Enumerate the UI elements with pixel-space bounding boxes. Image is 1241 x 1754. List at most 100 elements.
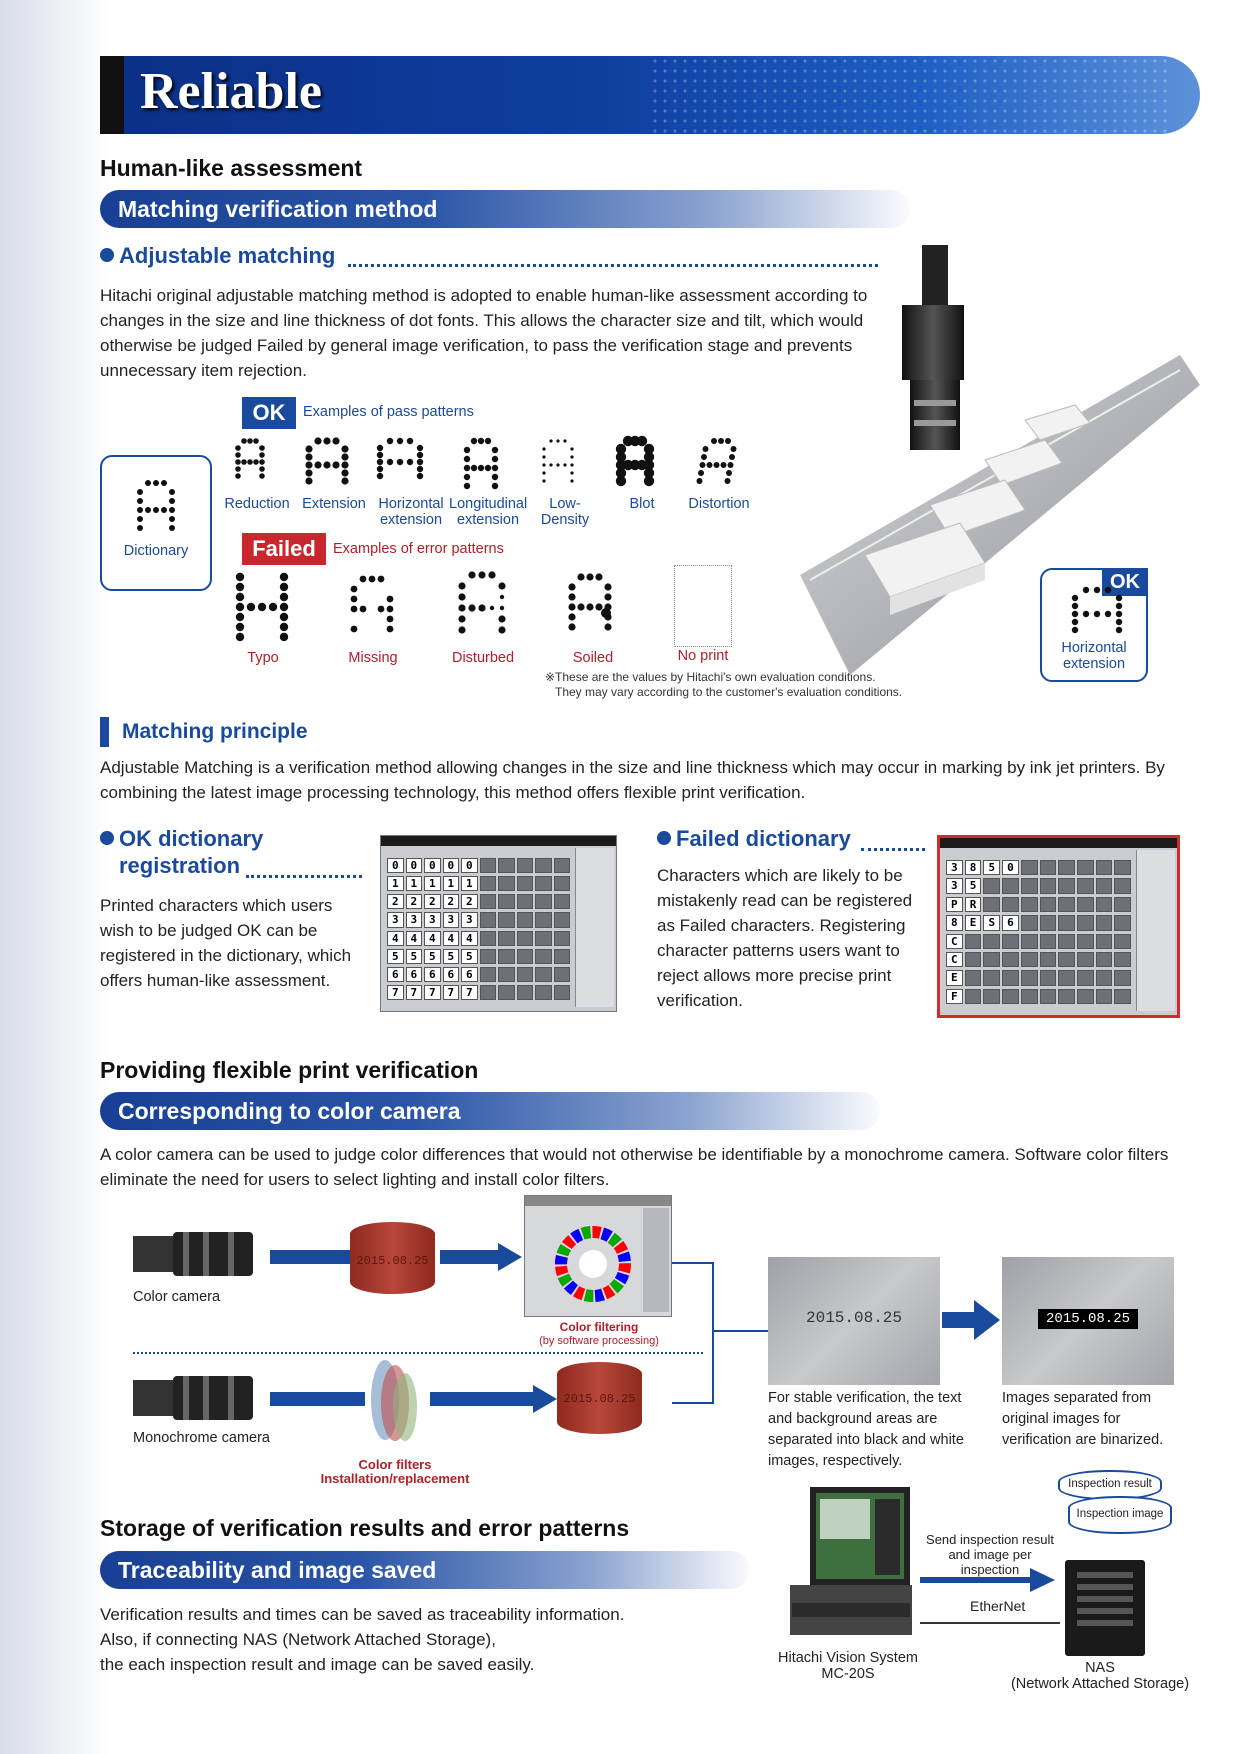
dot	[350, 605, 358, 613]
dot	[323, 461, 331, 469]
soil-mark	[601, 608, 611, 618]
dot	[595, 573, 603, 581]
color-camera-icon	[133, 1232, 253, 1276]
dictionary-cell	[983, 933, 1001, 949]
dot	[478, 571, 486, 579]
dictionary-cell	[516, 966, 533, 982]
dot	[314, 461, 322, 469]
dictionary-cell	[516, 894, 533, 910]
dictionary-cell	[1058, 951, 1075, 968]
dictionary-cell: 5	[983, 860, 1001, 876]
dictionary-cell	[479, 984, 496, 1000]
dictionary-cell	[1095, 988, 1113, 1004]
dot	[169, 507, 175, 513]
dictionary-cell: 4	[442, 930, 459, 946]
dot	[604, 593, 612, 601]
dictionary-cell: 4	[405, 930, 422, 946]
dictionary-cell	[1039, 878, 1057, 894]
dictionary-cell	[535, 858, 552, 874]
error-pattern-label: Missing	[348, 650, 398, 666]
dot	[730, 446, 737, 452]
dot	[643, 459, 655, 471]
dot	[570, 447, 574, 451]
dot	[468, 604, 476, 612]
dictionary-cell	[1020, 933, 1038, 949]
dictionary-cell: 3	[946, 860, 963, 876]
callout-ok-tag: OK	[1102, 568, 1148, 596]
dot	[1104, 610, 1112, 618]
dot	[570, 471, 574, 475]
no-print-box	[674, 565, 732, 647]
dot	[396, 458, 404, 466]
pill-matching-method: Matching verification method	[100, 190, 910, 228]
dictionary-row: E	[946, 970, 1132, 986]
dot	[377, 605, 385, 613]
dot	[549, 463, 553, 467]
dictionary-cell	[498, 912, 515, 928]
dot	[137, 516, 143, 522]
dictionary-cell	[1076, 970, 1094, 986]
dot-glyph-icon	[350, 575, 394, 633]
dot	[377, 575, 385, 583]
dictionary-cell	[1039, 988, 1057, 1004]
dot	[568, 583, 576, 591]
pass-pattern-item: Low-Density	[526, 433, 604, 528]
dictionary-cell	[1076, 951, 1094, 968]
dot	[542, 455, 546, 459]
dictionary-cell: 7	[461, 984, 478, 1000]
dictionary-cell	[1020, 951, 1038, 968]
dot	[489, 605, 495, 611]
dictionary-cell	[553, 894, 570, 910]
error-pattern-label: Disturbed	[451, 650, 515, 666]
screen-side-panel	[1136, 850, 1175, 1011]
dot	[724, 478, 731, 484]
dot	[1115, 618, 1123, 626]
dot	[570, 455, 574, 459]
dictionary-row: F	[946, 988, 1132, 1004]
dictionary-cell	[1076, 860, 1094, 876]
color-filtering-sub: (by software processing)	[539, 1335, 659, 1347]
dictionary-cell	[1114, 988, 1132, 1004]
dictionary-cell: 0	[1002, 860, 1019, 876]
dictionary-cell	[1095, 933, 1113, 949]
dot	[463, 446, 471, 454]
mono-camera-label: Monochrome camera	[133, 1430, 270, 1446]
dictionary-cell: 2	[461, 894, 478, 910]
grayscale-caption: For stable verification, the text and ba…	[768, 1390, 964, 1469]
system-label-2: MC-20S	[821, 1666, 875, 1682]
dot	[702, 446, 709, 452]
send-label-1: Send inspection result	[926, 1532, 1054, 1547]
dot	[488, 571, 496, 579]
dot	[416, 465, 424, 473]
dot	[604, 583, 612, 591]
dot	[1071, 618, 1079, 626]
dictionary-cell: 5	[964, 878, 982, 894]
callout-label-2: extension	[1062, 656, 1126, 672]
dot	[643, 467, 655, 479]
error-pattern-item: Disturbed	[438, 565, 528, 666]
bullet-dot-icon	[657, 831, 671, 845]
ok-dictionary-title: OK dictionary	[100, 826, 263, 852]
dot	[279, 612, 289, 622]
pass-pattern-label-2: extension	[379, 512, 443, 528]
dot	[137, 489, 143, 495]
background-fade	[0, 0, 110, 1754]
dot	[698, 470, 704, 476]
dictionary-cell	[498, 948, 515, 964]
color-filtering-label: Color filtering	[559, 1320, 639, 1334]
color-filters-sub: Installation/replacement	[320, 1471, 470, 1486]
dictionary-cell	[498, 894, 515, 910]
dot-glyph-icon	[615, 435, 655, 487]
dot	[643, 443, 655, 455]
dot	[376, 458, 384, 466]
dot	[376, 444, 384, 452]
dictionary-cell	[535, 966, 552, 982]
dictionary-cell	[983, 878, 1001, 894]
dictionary-cell	[535, 876, 552, 892]
dot-glyph-icon	[235, 438, 265, 479]
dot	[350, 585, 358, 593]
dictionary-cell: 5	[424, 948, 441, 964]
dot	[604, 623, 612, 631]
dictionary-cell	[1076, 915, 1094, 931]
dictionary-cell	[1114, 933, 1132, 949]
